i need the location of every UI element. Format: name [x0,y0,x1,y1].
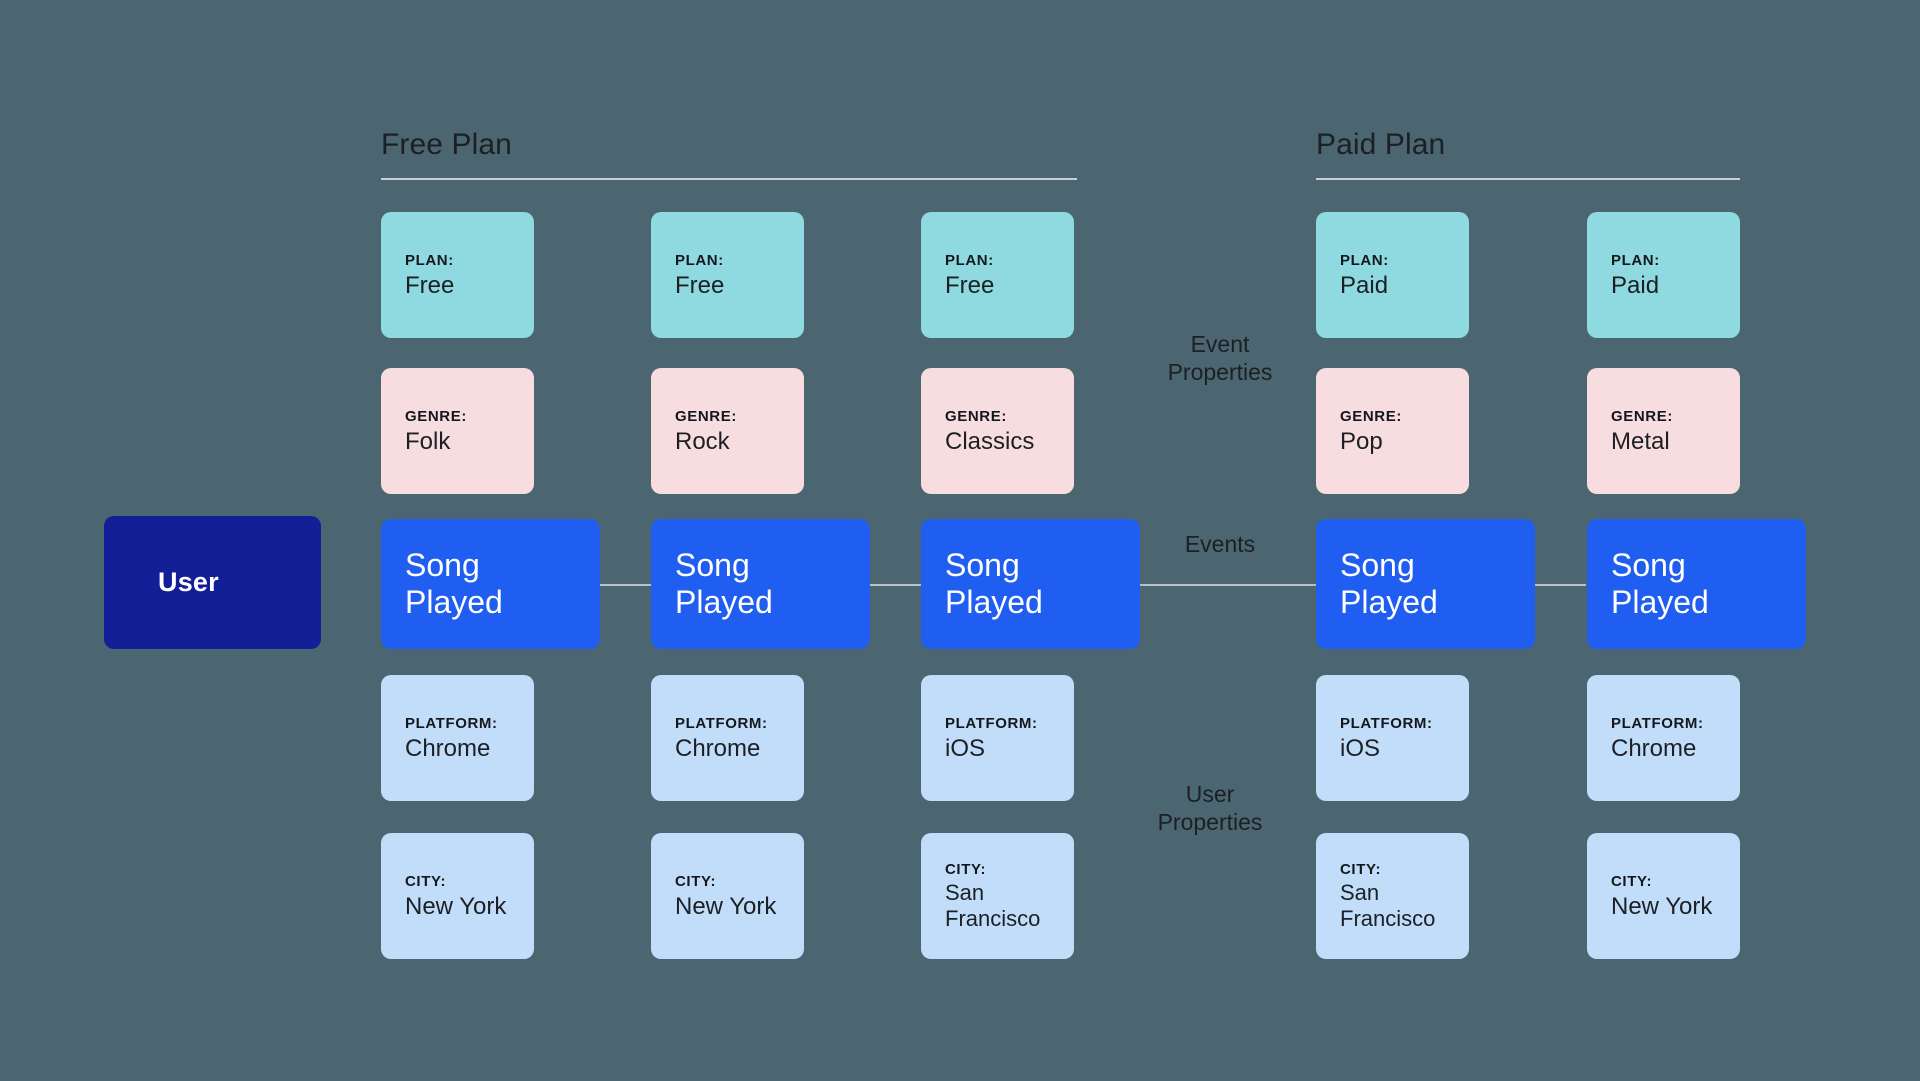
plan-card-value: Paid [1340,271,1389,299]
event-node-label: Song Played [405,547,503,620]
city-card[interactable]: CITY: New York [1587,833,1740,959]
plan-card-key: PLAN: [1340,251,1389,269]
city-card[interactable]: CITY: San Francisco [1316,833,1469,959]
genre-card-value: Pop [1340,427,1383,455]
city-card-value: New York [675,892,777,920]
plan-card-value: Free [675,271,725,299]
genre-card-value: Classics [945,427,1035,455]
plan-card[interactable]: PLAN: Paid [1316,212,1469,338]
event-node[interactable]: Song Played [1587,519,1806,649]
event-node[interactable]: Song Played [921,519,1140,649]
event-node-label: Song Played [945,547,1043,620]
platform-card-key: PLATFORM: [945,714,1038,732]
genre-card-key: GENRE: [1611,407,1673,425]
user-node[interactable]: User [104,516,321,649]
plan-card[interactable]: PLAN: Free [651,212,804,338]
city-card[interactable]: CITY: San Francisco [921,833,1074,959]
city-card-key: CITY: [405,872,447,890]
platform-card-key: PLATFORM: [1611,714,1704,732]
connector-event-2-3 [860,584,922,586]
platform-card-value: Chrome [1611,734,1697,762]
platform-card[interactable]: PLATFORM: iOS [1316,675,1469,801]
genre-card[interactable]: GENRE: Folk [381,368,534,494]
genre-card[interactable]: GENRE: Pop [1316,368,1469,494]
platform-card-value: iOS [945,734,986,762]
genre-card-key: GENRE: [1340,407,1402,425]
genre-card-key: GENRE: [405,407,467,425]
genre-card[interactable]: GENRE: Rock [651,368,804,494]
plan-card-key: PLAN: [945,251,994,269]
user-node-label: User [158,567,219,597]
connector-event-1-2 [590,584,656,586]
group-title-paid: Paid Plan [1316,128,1446,161]
platform-card[interactable]: PLATFORM: Chrome [651,675,804,801]
genre-card-value: Rock [675,427,730,455]
platform-card[interactable]: PLATFORM: Chrome [1587,675,1740,801]
city-card-value: New York [1611,892,1713,920]
group-title-free: Free Plan [381,128,512,161]
connector-event-4-5 [1524,584,1586,586]
city-card-key: CITY: [1340,861,1382,878]
platform-card-key: PLATFORM: [675,714,768,732]
genre-card-key: GENRE: [945,407,1007,425]
city-card[interactable]: CITY: New York [651,833,804,959]
genre-card[interactable]: GENRE: Classics [921,368,1074,494]
plan-card-key: PLAN: [1611,251,1660,269]
plan-card-value: Paid [1611,271,1660,299]
group-rule-free [381,178,1077,180]
plan-card[interactable]: PLAN: Free [381,212,534,338]
plan-card[interactable]: PLAN: Paid [1587,212,1740,338]
event-node-label: Song Played [1611,547,1709,620]
city-card-key: CITY: [1611,872,1653,890]
event-node-label: Song Played [1340,547,1438,620]
event-node[interactable]: Song Played [1316,519,1535,649]
genre-card-value: Folk [405,427,451,455]
axis-label-user-properties: User Properties [1157,781,1263,835]
city-card-key: CITY: [675,872,717,890]
event-node[interactable]: Song Played [651,519,870,649]
platform-card-value: Chrome [675,734,761,762]
event-node[interactable]: Song Played [381,519,600,649]
platform-card-value: Chrome [405,734,491,762]
platform-card-value: iOS [1340,734,1381,762]
city-card-value: San Francisco [945,880,1041,931]
platform-card-key: PLATFORM: [405,714,498,732]
plan-card-value: Free [945,271,995,299]
city-card-value: New York [405,892,507,920]
genre-card[interactable]: GENRE: Metal [1587,368,1740,494]
plan-card-value: Free [405,271,455,299]
connector-event-3-4 [1126,584,1320,586]
axis-label-events: Events [1184,531,1256,557]
plan-card-key: PLAN: [675,251,724,269]
group-rule-paid [1316,178,1740,180]
genre-card-value: Metal [1611,427,1670,455]
platform-card[interactable]: PLATFORM: iOS [921,675,1074,801]
event-node-label: Song Played [675,547,773,620]
plan-card[interactable]: PLAN: Free [921,212,1074,338]
city-card-key: CITY: [945,861,987,878]
axis-label-event-properties: Event Properties [1167,331,1273,385]
platform-card-key: PLATFORM: [1340,714,1433,732]
plan-card-key: PLAN: [405,251,454,269]
platform-card[interactable]: PLATFORM: Chrome [381,675,534,801]
group-header-paid: Paid Plan [1316,127,1740,180]
city-card-value: San Francisco [1340,880,1436,931]
genre-card-key: GENRE: [675,407,737,425]
city-card[interactable]: CITY: New York [381,833,534,959]
group-header-free: Free Plan [381,127,1077,180]
